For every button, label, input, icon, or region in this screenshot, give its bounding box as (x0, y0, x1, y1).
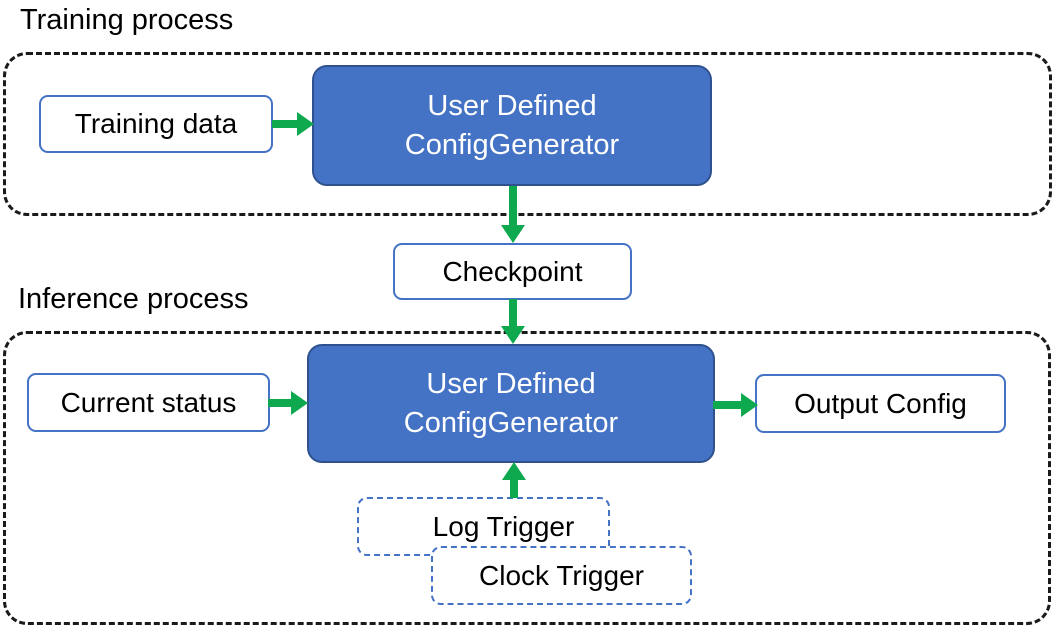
inference-config-generator-node: User Defined ConfigGenerator (307, 344, 715, 463)
inference-generator-label-line1: User Defined (426, 367, 596, 400)
arrow-current-status-to-generator-icon (268, 391, 308, 415)
current-status-node: Current status (27, 373, 270, 432)
inference-generator-label-line2: ConfigGenerator (403, 406, 619, 439)
inference-process-label: Inference process (18, 283, 249, 315)
checkpoint-node: Checkpoint (393, 243, 632, 300)
arrow-training-data-to-generator-icon (272, 112, 314, 136)
inference-process-container (3, 331, 1051, 625)
training-process-label: Training process (20, 4, 234, 36)
output-config-node: Output Config (755, 374, 1006, 433)
training-data-node: Training data (39, 95, 273, 153)
training-config-generator-node: User Defined ConfigGenerator (312, 65, 712, 186)
arrow-log-trigger-to-generator-icon (502, 462, 526, 498)
training-generator-label-line1: User Defined (427, 89, 597, 122)
arrow-generator-to-checkpoint-icon (501, 186, 525, 243)
training-process-container (3, 52, 1052, 216)
arrow-checkpoint-to-generator-icon (501, 299, 525, 344)
arrow-generator-to-output-config-icon (713, 393, 758, 417)
clock-trigger-node: Clock Trigger (431, 546, 692, 605)
training-generator-label-line2: ConfigGenerator (404, 128, 620, 161)
